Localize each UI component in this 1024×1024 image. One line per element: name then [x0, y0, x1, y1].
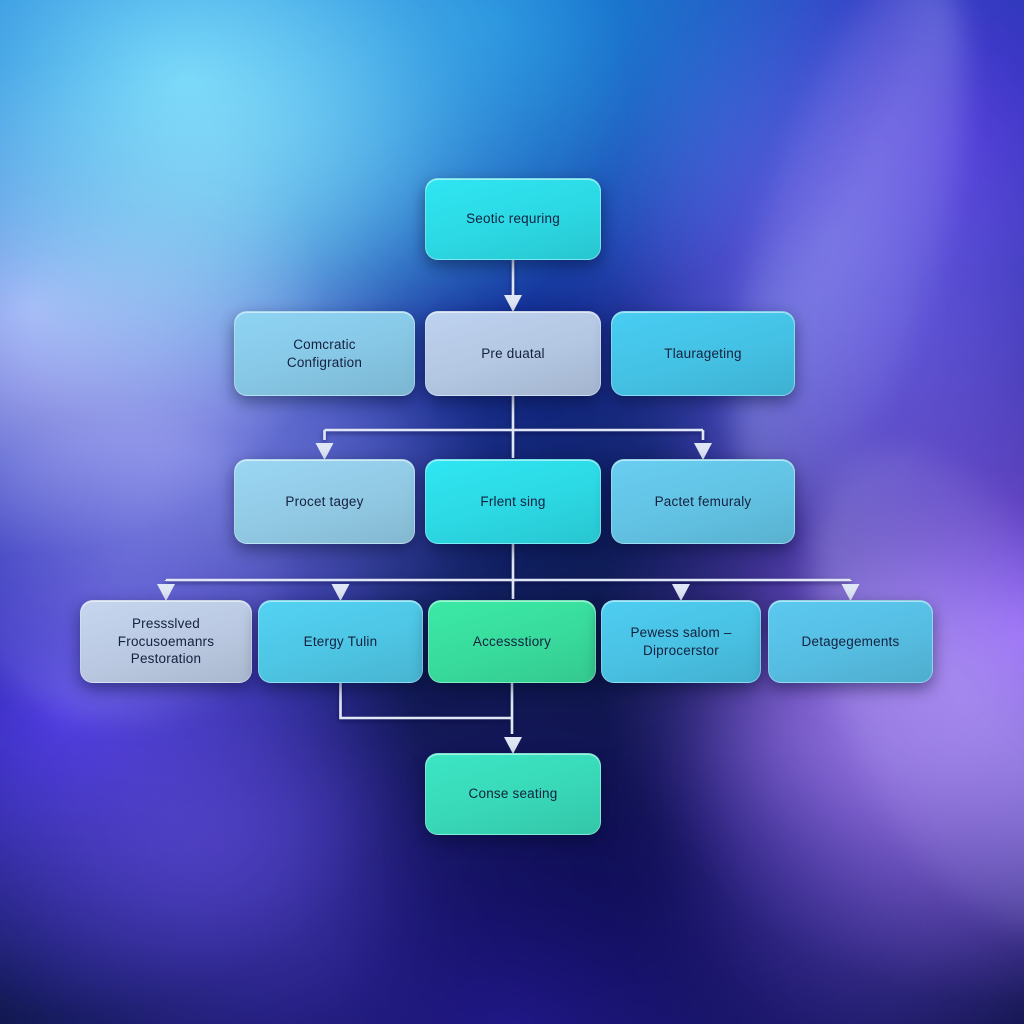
node-label-line: Pestoration — [130, 651, 202, 667]
node-frlent-sing[interactable]: Frlent sing — [425, 459, 601, 544]
node-detagegements[interactable]: Detagegements — [768, 600, 933, 683]
arrowhead-detagegements — [841, 584, 860, 601]
node-pactet-femuraly[interactable]: Pactet femuraly — [611, 459, 795, 544]
node-pewess-salom-diprocerstor[interactable]: Pewess salom – Diprocerstor — [601, 600, 761, 683]
node-label: Pewess salom – Diprocerstor — [630, 624, 731, 660]
node-seotic-requring[interactable]: Seotic requring — [425, 178, 601, 260]
node-label-line: Frlent sing — [480, 493, 546, 509]
node-label-line: Pressslved — [131, 615, 200, 631]
node-label: Procet tagey — [285, 493, 363, 511]
node-label-line: Configration — [286, 354, 363, 370]
node-conse-seating[interactable]: Conse seating — [425, 753, 601, 835]
arrowhead-pactet-femuraly — [694, 443, 712, 460]
arrowhead-procet-tagey — [315, 443, 334, 460]
link-etergy-to-leaf — [339, 683, 512, 720]
node-label: Etergy Tulin — [304, 633, 378, 651]
node-etergy-tulin[interactable]: Etergy Tulin — [258, 600, 423, 683]
arrowhead-pressslved — [157, 584, 175, 601]
node-pre-duatal[interactable]: Pre duatal — [425, 311, 601, 396]
node-label-line: Pewess salom – — [630, 624, 732, 640]
node-label: Pactet femuraly — [655, 493, 752, 511]
arrowhead-root-to-row2 — [504, 295, 522, 312]
arrowhead-pewess-salom — [672, 584, 690, 601]
node-accessstiory[interactable]: Accessstiory — [428, 600, 596, 683]
node-label-line: Tlaurageting — [664, 345, 742, 361]
node-procet-tagey[interactable]: Procet tagey — [234, 459, 415, 544]
node-label: Accessstiory — [473, 633, 551, 651]
node-label-line: Pactet femuraly — [654, 493, 752, 509]
node-label-line: Etergy Tulin — [303, 633, 378, 649]
node-label-line: Diprocerstor — [643, 642, 719, 658]
node-label: Pre duatal — [481, 345, 545, 363]
node-tlaurageting[interactable]: Tlaurageting — [611, 311, 795, 396]
node-label-line: Comcratic — [293, 336, 356, 352]
node-label-line: Accessstiory — [472, 633, 552, 649]
arrowhead-etergy-tulin — [331, 584, 350, 601]
node-label-line: Procet tagey — [285, 493, 364, 509]
node-label: Conse seating — [469, 785, 558, 803]
arrowhead-conse-seating — [504, 737, 522, 754]
node-label: Seotic requring — [466, 210, 560, 228]
node-label: Frlent sing — [480, 493, 545, 511]
node-label: Detagegements — [802, 633, 900, 651]
node-label: Tlaurageting — [664, 345, 741, 363]
node-label-line: Conse seating — [468, 786, 558, 802]
node-label-line: Pre duatal — [481, 345, 545, 361]
node-label-line: Frocusoemanrs — [117, 633, 215, 649]
node-label-line: Seotic requring — [466, 211, 560, 227]
node-label-line: Detagegements — [801, 633, 900, 649]
